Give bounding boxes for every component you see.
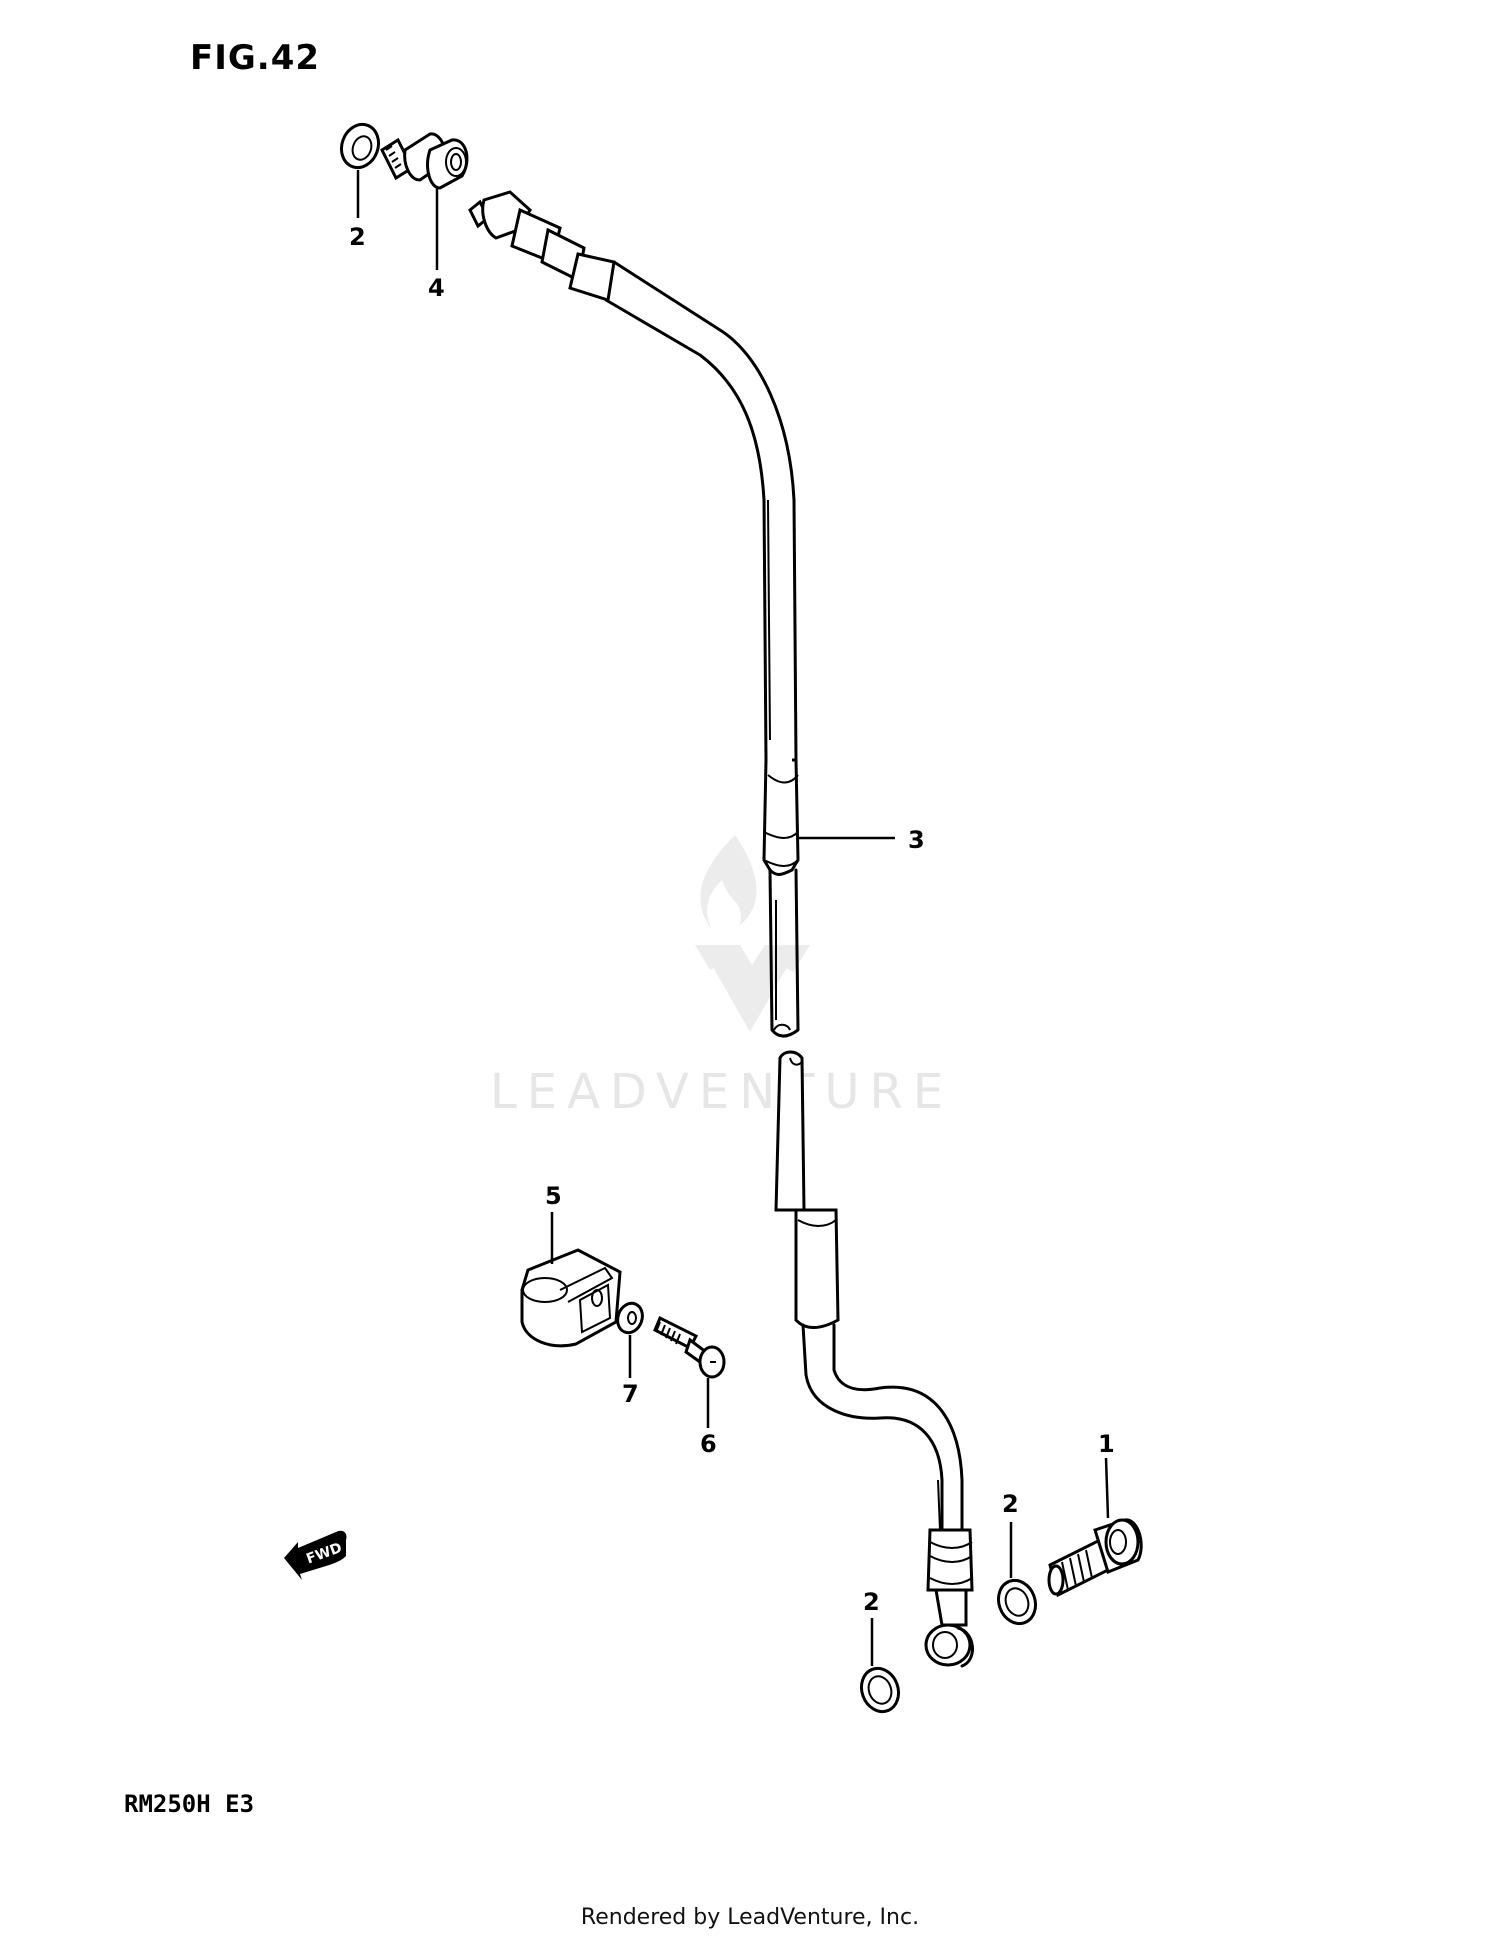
callout-5[interactable]: 5: [545, 1182, 562, 1210]
hose-sleeve-mid[interactable]: [762, 758, 800, 876]
brake-hose-lower[interactable]: [774, 1050, 964, 1537]
clamp-bolt[interactable]: [653, 1315, 726, 1379]
forward-direction-marker: FWD: [284, 1530, 347, 1580]
callout-3[interactable]: 3: [908, 826, 925, 854]
callout-6[interactable]: 6: [700, 1430, 717, 1458]
watermark-text: LEADVENTURE: [490, 1064, 953, 1120]
model-label: RM250H E3: [124, 1790, 255, 1818]
union-bolt[interactable]: [1047, 1518, 1143, 1598]
union-fitting[interactable]: [380, 132, 469, 190]
footer-credit: Rendered by LeadVenture, Inc.: [580, 1905, 920, 1930]
callout-2-middle[interactable]: 2: [1002, 1490, 1019, 1518]
callout-2-upper[interactable]: 2: [349, 223, 366, 251]
callout-4[interactable]: 4: [428, 274, 445, 302]
lower-washer-middle[interactable]: [993, 1575, 1042, 1629]
watermark-logo: LEADVENTURE: [490, 835, 953, 1120]
lower-washer-left[interactable]: [856, 1663, 905, 1717]
upper-washer[interactable]: [336, 119, 385, 173]
hose-upper-end[interactable]: [468, 190, 616, 302]
hose-clamp[interactable]: [520, 1248, 622, 1348]
brake-hose-upper[interactable]: [604, 260, 798, 762]
callout-7[interactable]: 7: [622, 1380, 639, 1408]
hose-banjo-end[interactable]: [924, 1528, 974, 1668]
callout-2-lower[interactable]: 2: [863, 1588, 880, 1616]
leader-1: [1104, 1457, 1110, 1519]
brake-hose-mid[interactable]: [768, 868, 800, 1038]
callout-1[interactable]: 1: [1098, 1430, 1115, 1458]
clamp-washer[interactable]: [614, 1300, 647, 1336]
figure-title: FIG.42: [190, 38, 321, 78]
